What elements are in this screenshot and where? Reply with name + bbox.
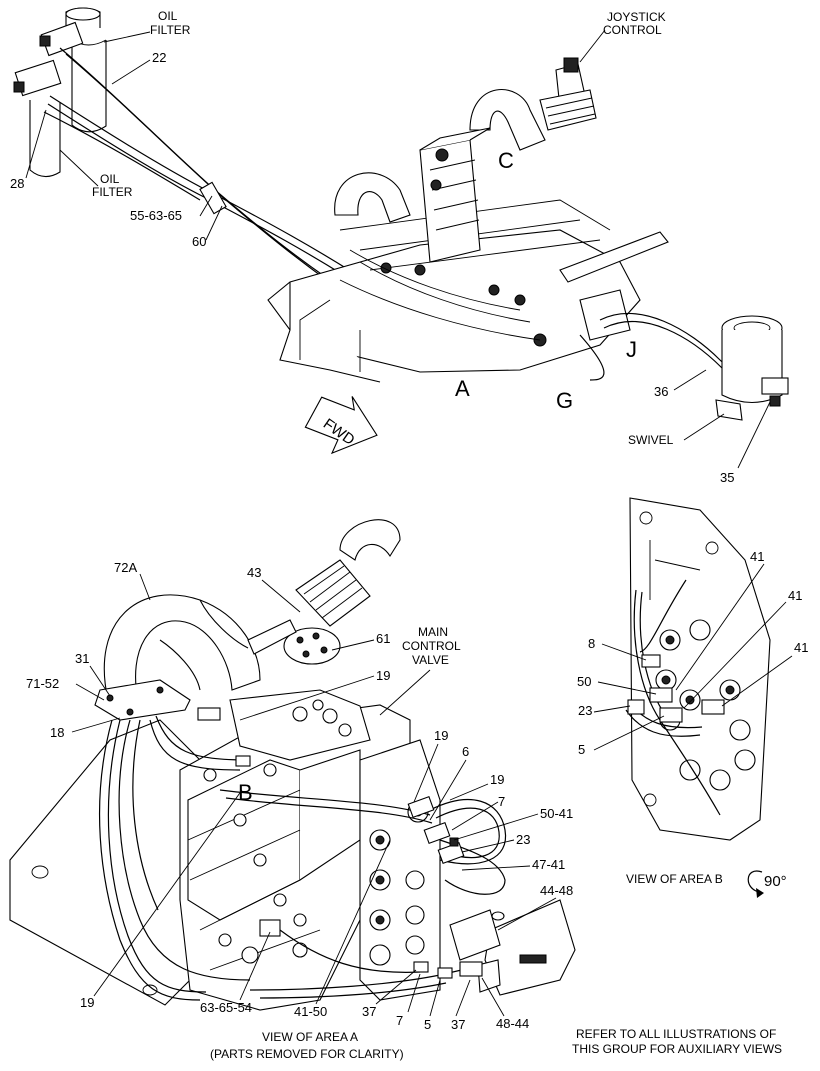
- callout-7-a: 7: [498, 794, 505, 809]
- callout-19-c: 19: [490, 772, 504, 787]
- area-j-label: J: [626, 337, 637, 362]
- callout-8: 8: [588, 636, 595, 651]
- view-of-area-b: 41 41 41 8 50 23 5 VIEW OF AREA B 90°: [577, 497, 808, 898]
- callout-72a: 72A: [114, 560, 137, 575]
- leader-lines-view-b: [593, 563, 793, 751]
- area-c-label: C: [498, 148, 514, 173]
- solenoid-block: [449, 899, 576, 996]
- callout-41-b: 41: [788, 588, 802, 603]
- callout-5-b: 5: [578, 742, 585, 757]
- callout-71-52: 71-52: [26, 676, 59, 691]
- callout-6: 6: [462, 744, 469, 759]
- view-a-caption: VIEW OF AREA A: [262, 1030, 358, 1044]
- joystick-tube-72a: [103, 594, 261, 701]
- callout-22: 22: [152, 50, 166, 65]
- callout-23: 23: [516, 832, 530, 847]
- callout-19-a: 19: [376, 668, 390, 683]
- top-view: FWD OIL FILTER JOYSTICK CONTROL OIL FILT…: [10, 7, 789, 485]
- joystick-control-label: JOYSTICK: [607, 10, 666, 24]
- main-control-valve-label-2: CONTROL: [402, 639, 461, 653]
- callout-19-d: 19: [80, 995, 94, 1010]
- view-b-caption: VIEW OF AREA B: [626, 872, 723, 886]
- callout-37-b: 37: [451, 1017, 465, 1032]
- area-g-label: G: [556, 388, 573, 413]
- swivel-cylinder: [715, 315, 789, 421]
- callout-44-48: 44-48: [540, 883, 573, 898]
- oil-filter-left-label-2: FILTER: [92, 185, 133, 199]
- view-of-area-a: MAIN CONTROL VALVE B 72A 43 61 31 71-52 …: [9, 519, 576, 1061]
- oil-filter-top-label-2: FILTER: [150, 23, 191, 37]
- oil-filter-top-label: OIL: [158, 9, 178, 23]
- callout-55-63-65: 55-63-65: [130, 208, 182, 223]
- callout-63-65-54: 63-65-54: [200, 1000, 252, 1015]
- joystick-control-top: [539, 57, 597, 131]
- oil-filter-left-label: OIL: [100, 172, 120, 186]
- view-a-caption-sub: (PARTS REMOVED FOR CLARITY): [210, 1047, 404, 1061]
- callout-31: 31: [75, 651, 89, 666]
- control-valve-assembly-top: [267, 127, 669, 383]
- fittings-view-b: [627, 654, 725, 723]
- callout-23-b: 23: [578, 703, 592, 718]
- callout-35: 35: [720, 470, 734, 485]
- main-control-valve: [179, 689, 411, 1011]
- leader-lines-view-a: [71, 573, 557, 1017]
- valve-spools: [359, 739, 441, 1001]
- callout-41-c: 41: [794, 640, 808, 655]
- joystick-control-view-a: [247, 519, 401, 665]
- area-b-label: B: [238, 780, 253, 805]
- callout-37-a: 37: [362, 1004, 376, 1019]
- callout-19-b: 19: [434, 728, 448, 743]
- callout-7-b: 7: [396, 1013, 403, 1028]
- callout-50: 50: [577, 674, 591, 689]
- callout-5: 5: [424, 1017, 431, 1032]
- callout-50-41: 50-41: [540, 806, 573, 821]
- tube-base-plate: [94, 679, 191, 721]
- callout-41-50: 41-50: [294, 1004, 327, 1019]
- leader-lines-top: [25, 29, 771, 469]
- callout-28: 28: [10, 176, 24, 191]
- callout-47-41: 47-41: [532, 857, 565, 872]
- callout-41-a: 41: [750, 549, 764, 564]
- rotation-label: 90°: [764, 873, 787, 890]
- control-tubes-top: [334, 89, 546, 223]
- valve-plate-view-b: [629, 497, 771, 841]
- callout-43: 43: [247, 565, 261, 580]
- rotate-90-icon: [747, 870, 764, 898]
- callout-48-44: 48-44: [496, 1016, 529, 1031]
- main-control-valve-label: MAIN: [418, 625, 448, 639]
- callout-36: 36: [654, 384, 668, 399]
- fittings-view-a: [197, 707, 483, 979]
- callout-60: 60: [192, 234, 206, 249]
- callout-61: 61: [376, 631, 390, 646]
- main-control-valve-label-3: VALVE: [412, 653, 449, 667]
- footer-note-line2: THIS GROUP FOR AUXILIARY VIEWS: [572, 1042, 782, 1056]
- area-a-label: A: [455, 376, 470, 401]
- hoses-view-a: [98, 715, 507, 1001]
- swivel-label: SWIVEL: [628, 433, 674, 447]
- forward-arrow: FWD: [304, 396, 378, 455]
- footer-note-line1: REFER TO ALL ILLUSTRATIONS OF: [576, 1027, 776, 1041]
- joystick-control-label-2: CONTROL: [603, 23, 662, 37]
- callout-18: 18: [50, 725, 64, 740]
- filter-fittings: [13, 21, 84, 178]
